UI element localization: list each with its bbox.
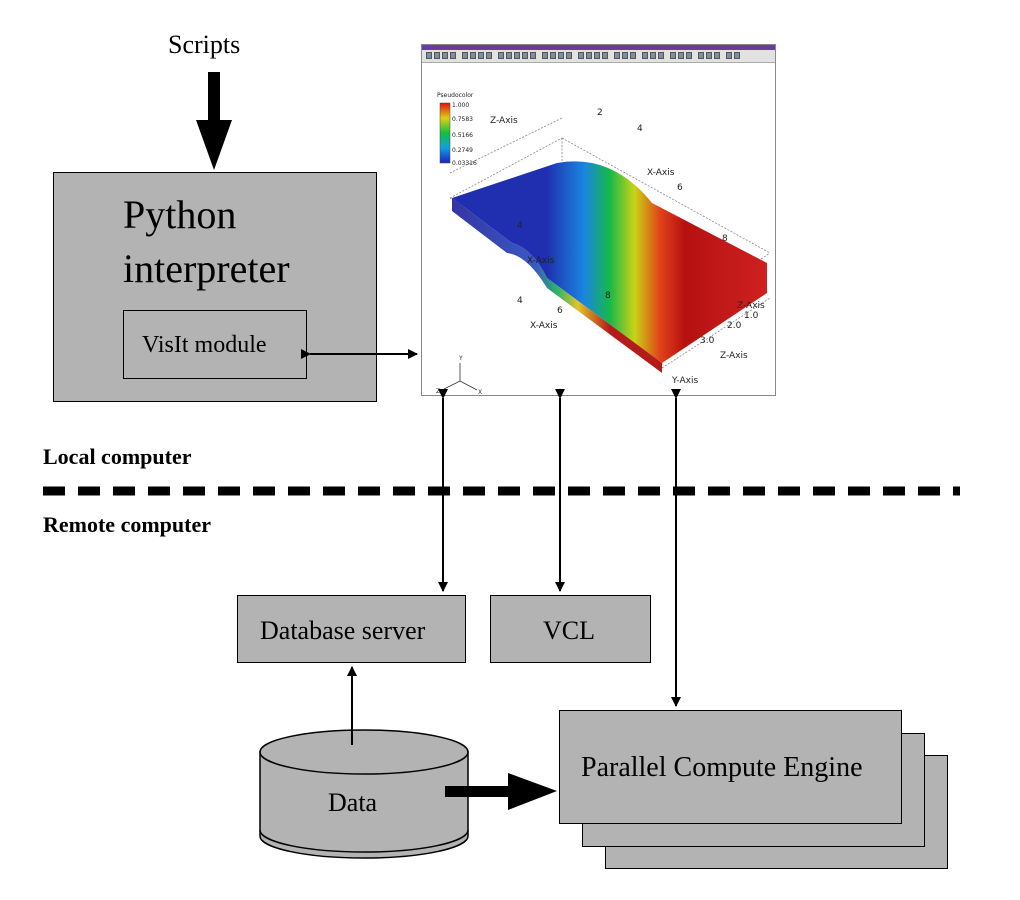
toolbar-button [514,52,520,59]
toolbar-button [706,52,712,59]
toolbar-button [542,52,548,59]
toolbar-button [550,52,556,59]
toolbar-button [578,52,584,59]
toolbar-button [498,52,504,59]
remote-computer-label: Remote computer [43,512,211,537]
toolbar-button [734,52,740,59]
svg-text:Y-Axis: Y-Axis [671,376,698,386]
toolbar-button [434,52,440,59]
toolbar-button [486,52,492,59]
toolbar-button [470,52,476,59]
svg-text:0.03316: 0.03316 [452,160,477,167]
toolbar-button [686,52,692,59]
python-title-line2: interpreter [123,246,290,291]
viewer-titlebar [422,45,775,50]
toolbar-button [426,52,432,59]
scripts-label: Scripts [168,30,241,59]
svg-text:8: 8 [722,234,728,244]
vcl-box [490,595,651,663]
svg-text:2.0: 2.0 [727,321,742,331]
visit-rendered-plot: Pseudocolor 1.000 0.7583 0.5166 0.2749 0… [436,92,771,396]
toolbar-button [506,52,512,59]
svg-text:1.0: 1.0 [744,311,759,321]
database-server-label: Database server [260,616,426,645]
svg-text:Y: Y [458,355,463,362]
toolbar-button [678,52,684,59]
svg-text:X: X [478,389,482,396]
svg-text:0.7583: 0.7583 [452,116,473,123]
toolbar-button [602,52,608,59]
python-interpreter-title: Python interpreter [123,188,290,296]
python-title-line1: Python [123,192,237,237]
data-cylinder [259,729,469,859]
parallel-compute-engine-box [559,710,902,824]
toolbar-button [450,52,456,59]
svg-text:1.000: 1.000 [452,102,469,109]
toolbar-button [642,52,648,59]
svg-text:Z-Axis: Z-Axis [490,116,518,126]
toolbar-button [698,52,704,59]
svg-text:X-Axis: X-Axis [647,168,675,178]
svg-text:8: 8 [605,291,611,301]
svg-text:2: 2 [597,108,603,118]
toolbar-button [566,52,572,59]
database-server-box [237,595,466,663]
toolbar-button [478,52,484,59]
svg-text:4: 4 [637,124,643,134]
toolbar-button [658,52,664,59]
svg-text:6: 6 [557,306,563,316]
scripts-arrow [196,72,232,170]
svg-text:X-Axis: X-Axis [530,321,558,331]
toolbar-button [670,52,676,59]
parallel-compute-engine-label: Parallel Compute Engine [581,752,863,783]
toolbar-button [442,52,448,59]
toolbar-button [522,52,528,59]
visit-viewer-window: Pseudocolor 1.000 0.7583 0.5166 0.2749 0… [421,44,776,396]
toolbar-button [630,52,636,59]
svg-text:4: 4 [517,221,523,231]
svg-text:X-Axis: X-Axis [527,256,555,266]
toolbar-button [558,52,564,59]
svg-text:0.2749: 0.2749 [452,147,473,154]
viewer-toolbar [422,50,775,63]
svg-text:0.5166: 0.5166 [452,132,473,139]
toolbar-button [594,52,600,59]
toolbar-button [614,52,620,59]
toolbar-button [726,52,732,59]
toolbar-button [714,52,720,59]
svg-text:4: 4 [517,296,523,306]
toolbar-button [586,52,592,59]
toolbar-button [530,52,536,59]
svg-text:Pseudocolor: Pseudocolor [437,92,474,99]
toolbar-button [462,52,468,59]
svg-text:3.0: 3.0 [700,336,715,346]
vcl-label: VCL [543,616,595,645]
svg-text:6: 6 [677,183,683,193]
svg-text:Z-Axis: Z-Axis [737,301,765,311]
svg-text:Z-Axis: Z-Axis [720,351,748,361]
visit-module-label: VisIt module [142,332,267,358]
toolbar-button [622,52,628,59]
data-compute-engine-arrow [445,773,557,810]
local-computer-label: Local computer [43,444,192,469]
data-label: Data [328,788,378,817]
toolbar-button [650,52,656,59]
visit-module-box [123,310,307,379]
